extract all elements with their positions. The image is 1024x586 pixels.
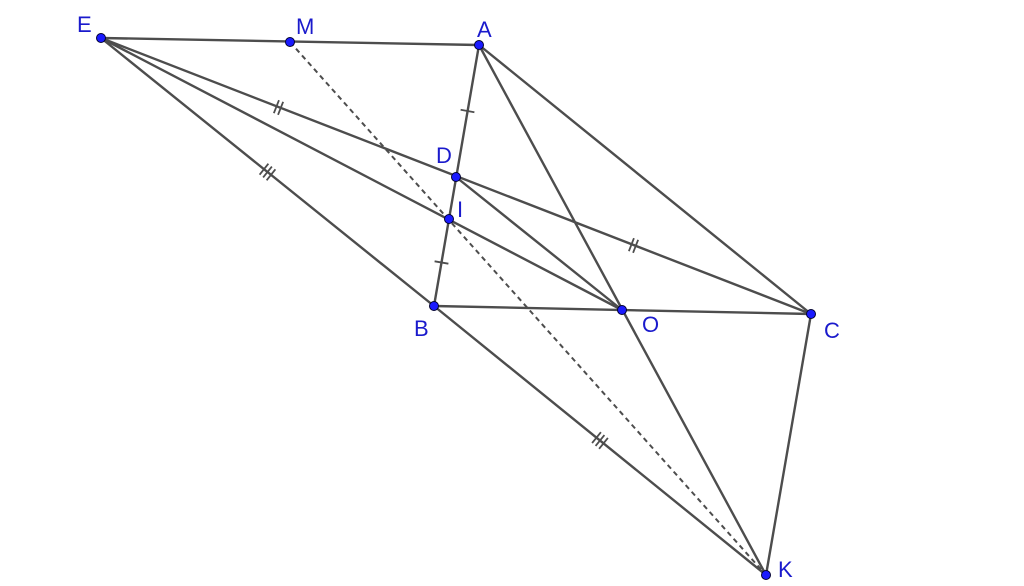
equal-mark-EB bbox=[262, 165, 273, 179]
point-labels: E M A D I B O C K bbox=[77, 12, 840, 582]
equal-length-marks bbox=[258, 99, 639, 450]
point-C bbox=[806, 309, 816, 319]
point-O bbox=[617, 305, 627, 315]
label-K: K bbox=[778, 557, 793, 582]
label-B: B bbox=[414, 316, 429, 341]
segments bbox=[99, 36, 813, 577]
point-A bbox=[474, 40, 484, 50]
point-D bbox=[451, 172, 461, 182]
label-D: D bbox=[436, 143, 452, 168]
label-I: I bbox=[457, 197, 463, 222]
equal-mark-BK bbox=[594, 434, 606, 447]
equal-mark-DC bbox=[632, 239, 639, 254]
equal-mark-BK bbox=[598, 437, 609, 450]
equal-mark-DC bbox=[628, 237, 635, 252]
segment-CK bbox=[764, 312, 813, 577]
point-I bbox=[444, 214, 454, 224]
segment-AC bbox=[477, 43, 813, 316]
label-C: C bbox=[824, 318, 840, 343]
label-A: A bbox=[477, 17, 492, 42]
label-O: O bbox=[642, 312, 659, 337]
segment-EO bbox=[99, 36, 624, 312]
label-M: M bbox=[296, 14, 314, 39]
segment-MK-dashed bbox=[289, 41, 767, 576]
dashed-segments bbox=[289, 41, 767, 576]
equal-mark-EB bbox=[265, 168, 277, 181]
label-E: E bbox=[77, 12, 92, 37]
equal-mark-ED bbox=[277, 101, 284, 116]
segment-DO bbox=[454, 175, 624, 312]
point-B bbox=[429, 301, 439, 311]
equal-mark-ED bbox=[273, 99, 280, 114]
equal-mark-EB bbox=[258, 163, 270, 176]
equal-mark-IB bbox=[434, 260, 449, 265]
equal-mark-AD bbox=[460, 108, 475, 114]
points bbox=[96, 33, 816, 580]
point-M bbox=[285, 37, 295, 47]
point-K bbox=[761, 570, 771, 580]
point-E bbox=[96, 33, 106, 43]
equal-mark-BK bbox=[591, 431, 602, 444]
